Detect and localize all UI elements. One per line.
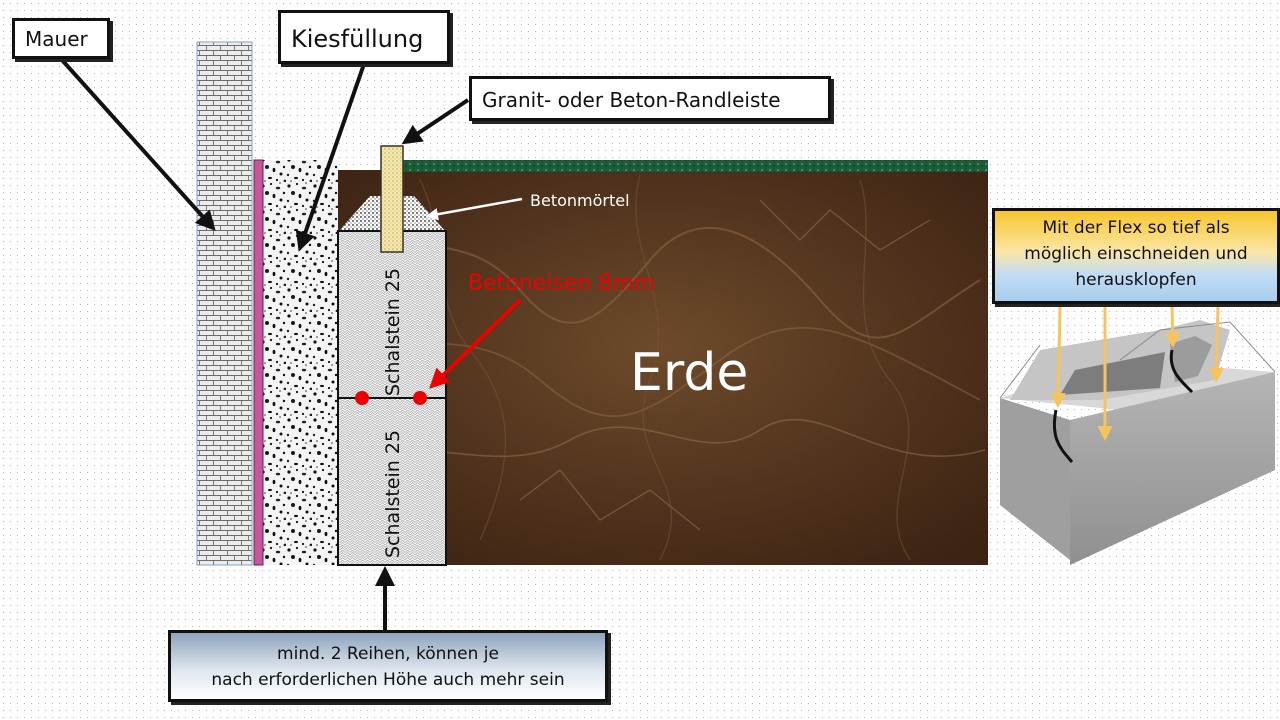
label-randleiste: Granit- oder Beton-Randleiste bbox=[469, 76, 831, 121]
flex-arrow-1 bbox=[1050, 305, 1066, 408]
flex-arrow-4 bbox=[1208, 305, 1224, 383]
label-kiesfuellung: Kiesfüllung bbox=[278, 10, 450, 64]
flex-arrow-3 bbox=[1165, 305, 1181, 348]
label-mauer: Mauer bbox=[12, 18, 110, 59]
cut-line-left bbox=[1053, 409, 1074, 463]
label-kiesfuellung-text: Kiesfüllung bbox=[291, 25, 424, 53]
label-flex-instruction: Mit der Flex so tief als möglich einschn… bbox=[992, 208, 1280, 304]
curb-arrow bbox=[401, 98, 470, 145]
mortar-pointer bbox=[425, 197, 523, 221]
brick-wall bbox=[196, 41, 253, 566]
gravel-arrow bbox=[295, 63, 366, 252]
gravel-fill bbox=[262, 160, 338, 565]
mortar-label: Betonmörtel bbox=[530, 191, 630, 210]
grass-strip bbox=[390, 160, 988, 172]
rebar-label: Betoneisen 8mm bbox=[468, 271, 655, 296]
concrete-block-illustration bbox=[999, 320, 1276, 565]
label-rows-note: mind. 2 Reihen, können je nach erforderl… bbox=[168, 630, 608, 702]
membrane-strip bbox=[253, 159, 264, 566]
wall-arrow bbox=[60, 58, 216, 231]
formwork-label-top: Schalstein 25 bbox=[382, 268, 404, 396]
rows-line-2: nach erforderlichen Höhe auch mehr sein bbox=[211, 670, 565, 690]
flex-line-1: Mit der Flex so tief als bbox=[1042, 218, 1230, 238]
label-randleiste-text: Granit- oder Beton-Randleiste bbox=[482, 88, 781, 112]
rebar-arrow bbox=[429, 298, 522, 389]
flex-line-2: möglich einschneiden und bbox=[1024, 244, 1248, 264]
formwork-block-top bbox=[337, 230, 447, 399]
rows-line-1: mind. 2 Reihen, können je bbox=[277, 644, 499, 664]
cut-line-right bbox=[1169, 349, 1194, 394]
rebar-dot-left bbox=[355, 391, 369, 405]
label-mauer-text: Mauer bbox=[25, 27, 88, 51]
flex-line-3: herausklopfen bbox=[1075, 270, 1197, 290]
formwork-label-bottom: Schalstein 25 bbox=[382, 430, 404, 558]
rebar-dot-right bbox=[413, 391, 427, 405]
formwork-block-bottom bbox=[337, 397, 447, 566]
soil-label: Erde bbox=[630, 343, 748, 403]
